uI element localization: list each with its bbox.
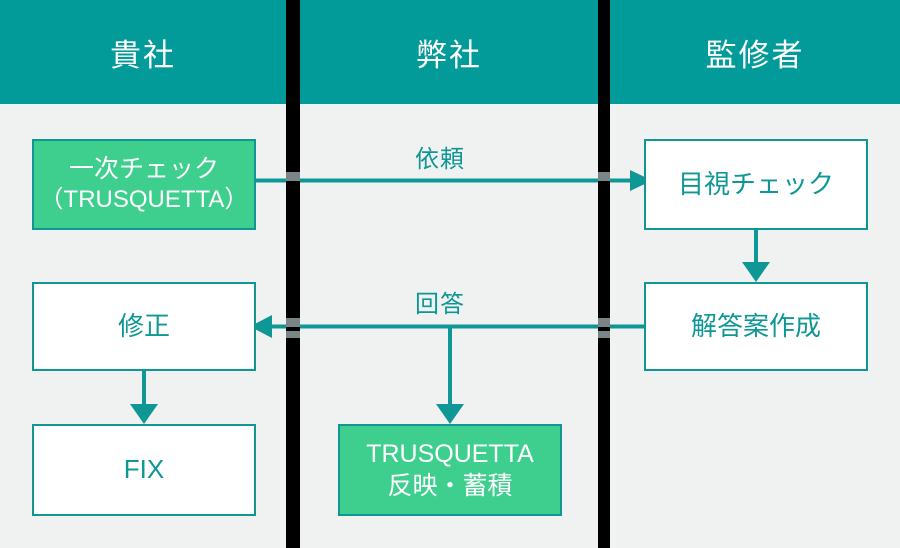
node-trusquetta-store[interactable]: TRUSQUETTA 反映・蓄積 xyxy=(338,424,562,516)
edge-label-answer-text: 回答 xyxy=(415,291,465,318)
node-revision[interactable]: 修正 xyxy=(32,282,256,371)
edge-answer-to-store xyxy=(436,326,464,424)
edge-label-request-text: 依頼 xyxy=(415,146,465,173)
node-visual-check-label: 目視チェック xyxy=(677,168,834,199)
node-primary-check-line1: 一次チェック xyxy=(68,155,219,184)
node-fix-label: FIX xyxy=(123,454,165,485)
node-primary-check-line2: （TRUSQUETTA） xyxy=(39,186,249,214)
node-trusquetta-store-line2: 反映・蓄積 xyxy=(387,472,513,500)
swimlane-header-label: 貴社 xyxy=(110,37,176,73)
node-draft-answer[interactable]: 解答案作成 xyxy=(644,282,868,371)
node-revision-label: 修正 xyxy=(117,310,170,341)
swimlane-header-your-company: 貴社 xyxy=(0,0,286,104)
node-draft-answer-label: 解答案作成 xyxy=(690,310,821,341)
edge-label-answer: 回答 xyxy=(415,284,465,319)
swimlane-header-our-company: 弊社 xyxy=(300,0,598,104)
swimlane-divider-right xyxy=(598,0,610,548)
swimlane-header-label: 弊社 xyxy=(416,37,482,73)
swimlane-divider-left xyxy=(286,0,300,548)
edge-label-request: 依頼 xyxy=(415,139,465,174)
node-visual-check[interactable]: 目視チェック xyxy=(644,139,868,230)
node-trusquetta-store-line1: TRUSQUETTA xyxy=(366,440,534,468)
swimlane-header-supervisor: 監修者 xyxy=(610,0,900,104)
swimlane-header-band xyxy=(0,0,900,104)
node-primary-check[interactable]: 一次チェック （TRUSQUETTA） xyxy=(32,139,256,230)
node-fix[interactable]: FIX xyxy=(32,424,256,516)
edge-visual-to-draft xyxy=(742,230,770,282)
swimlane-header-label: 監修者 xyxy=(705,37,805,73)
edge-revision-to-fix xyxy=(130,371,158,424)
